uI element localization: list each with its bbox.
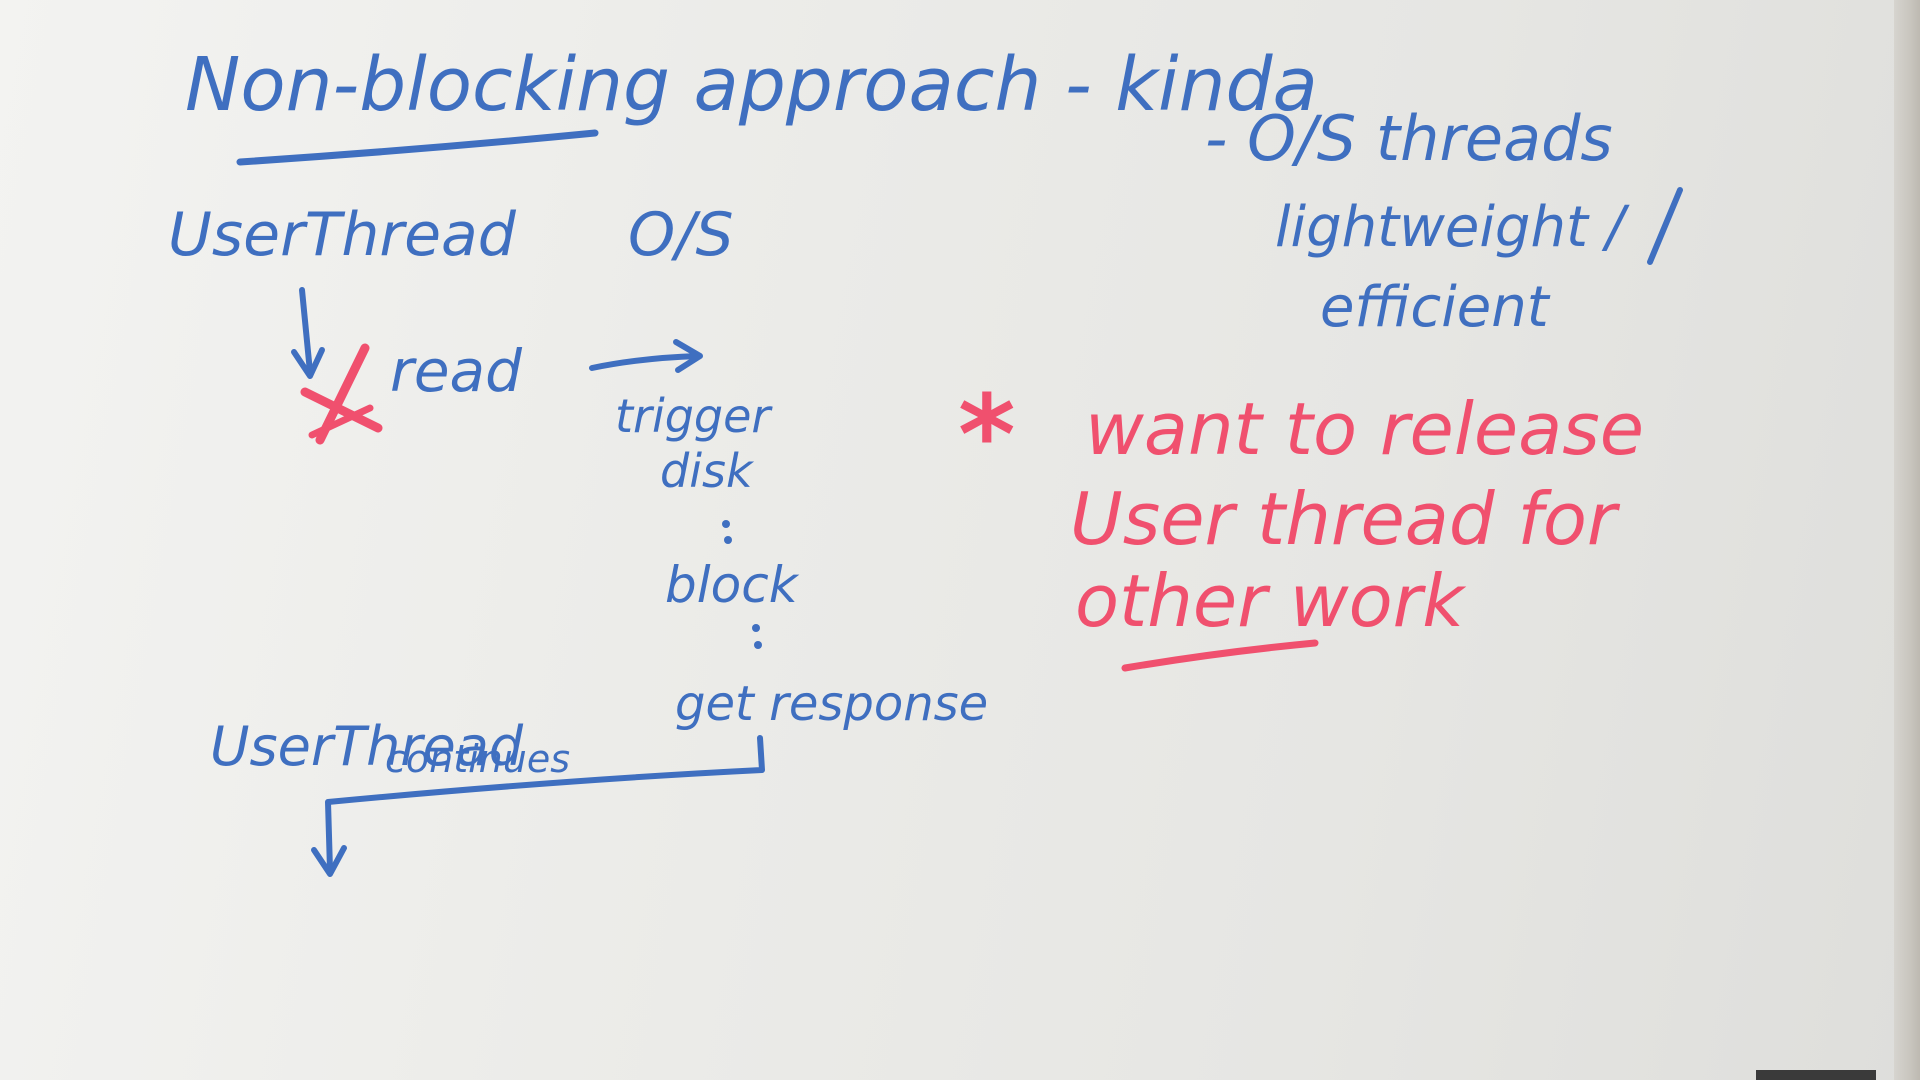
os-step-block: block bbox=[665, 556, 798, 614]
red-note-line1: want to release bbox=[1085, 387, 1645, 471]
efficient-note: efficient bbox=[1320, 275, 1549, 340]
os-threads-note: - O/S threads bbox=[1205, 102, 1613, 175]
read-call-label: read bbox=[390, 337, 522, 405]
user-thread-continues-label-2: continues bbox=[385, 737, 571, 781]
os-header: O/S bbox=[628, 200, 734, 270]
lightweight-note: lightweight / bbox=[1275, 195, 1625, 260]
board-frame-edge bbox=[1894, 0, 1920, 1080]
down-arrow-to-read bbox=[299, 287, 313, 375]
other-underline bbox=[1121, 639, 1319, 672]
title-underline bbox=[236, 129, 599, 166]
red-note-line2: User thread for bbox=[1070, 477, 1617, 561]
board-frame-corner bbox=[1756, 1070, 1876, 1080]
os-step-get-response: get response bbox=[675, 676, 989, 732]
user-thread-header: UserThread bbox=[168, 200, 516, 270]
os-step-trigger: trigger bbox=[615, 389, 771, 443]
red-x-mark bbox=[300, 343, 383, 445]
red-note-line3: other work bbox=[1075, 559, 1464, 643]
red-asterisk: * bbox=[958, 371, 1016, 499]
board-title: Non-blocking approach - kinda bbox=[185, 42, 1318, 128]
os-step-disk: disk bbox=[660, 444, 753, 498]
read-to-os-arrow bbox=[589, 353, 701, 371]
